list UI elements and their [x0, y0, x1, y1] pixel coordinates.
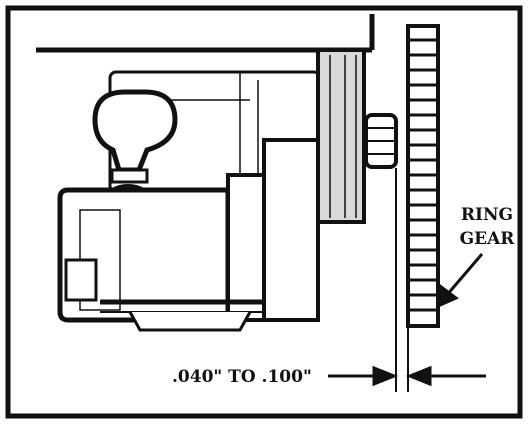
clearance-extension-lines	[395, 168, 409, 392]
ring-gear-label-line1: RING	[461, 205, 513, 225]
ring-gear-callout-arrow	[436, 253, 484, 309]
clearance-dimension-label: .040" TO .100"	[172, 367, 312, 387]
ring-gear	[406, 24, 440, 328]
motor-case	[57, 187, 231, 323]
pinion-gear	[364, 113, 398, 169]
ring-gear-label-line2: GEAR	[460, 229, 516, 249]
drive-housing	[226, 173, 266, 322]
starter-motor	[57, 70, 322, 332]
mounting-pad	[316, 48, 366, 224]
solenoid-terminal	[92, 89, 178, 173]
clearance-arrows	[328, 365, 486, 387]
